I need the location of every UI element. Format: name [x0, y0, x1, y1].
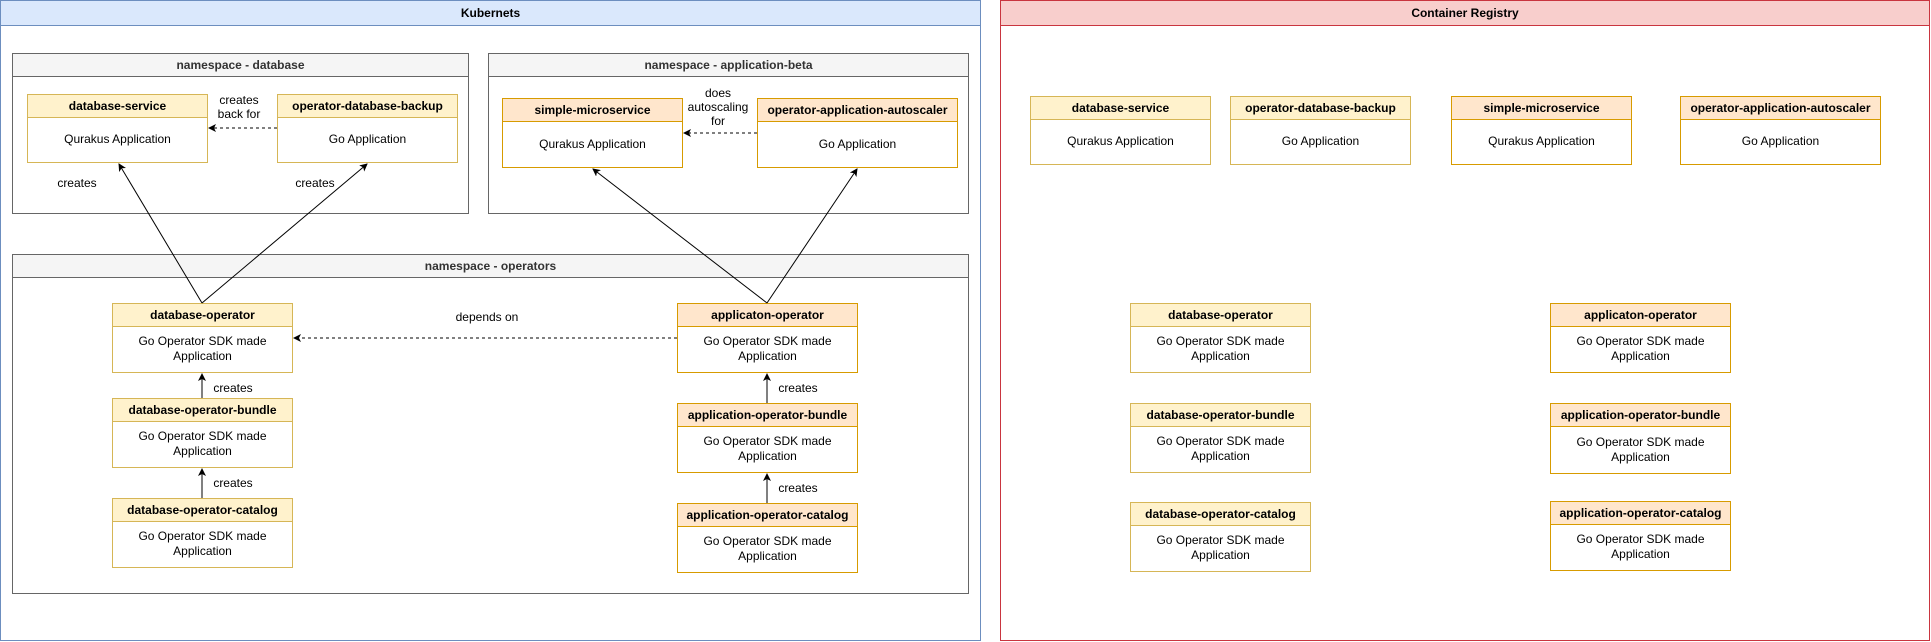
- box-body: Go Operator SDK made Application: [703, 434, 832, 463]
- registry-operator-application-autoscaler-box[interactable]: operator-application-autoscaler Go Appli…: [1680, 96, 1881, 165]
- box-title: database-operator-catalog: [113, 499, 292, 522]
- box-body: Go Operator SDK made Application: [1156, 334, 1285, 363]
- box-title: database-service: [28, 95, 207, 118]
- box-title: operator-database-backup: [278, 95, 457, 118]
- box-body: Go Operator SDK made Application: [1156, 434, 1285, 463]
- box-body: Go Operator SDK made Application: [138, 529, 267, 558]
- box-title: application-operator-bundle: [1551, 404, 1730, 427]
- box-title: applicaton-operator: [678, 304, 857, 327]
- box-title: database-operator-bundle: [113, 399, 292, 422]
- box-body: Qurakus Application: [1488, 134, 1595, 148]
- label-creates-app-catalog: creates: [778, 481, 818, 495]
- box-title: operator-database-backup: [1231, 97, 1410, 120]
- label-creates-db-bundle: creates: [213, 381, 253, 395]
- namespace-application-beta-title: namespace - application-beta: [489, 54, 968, 77]
- label-creates-db-catalog: creates: [213, 476, 253, 490]
- k8s-applicaton-operator-box[interactable]: applicaton-operator Go Operator SDK made…: [677, 303, 858, 373]
- box-body: Go Operator SDK made Application: [1576, 532, 1705, 561]
- box-body: Go Application: [1281, 134, 1360, 148]
- label-depends-on: depends on: [455, 310, 519, 324]
- box-title: database-service: [1031, 97, 1210, 120]
- kubernetes-pool: Kubernets: [0, 0, 981, 641]
- box-body: Go Operator SDK made Application: [1576, 334, 1705, 363]
- k8s-application-operator-bundle-box[interactable]: application-operator-bundle Go Operator …: [677, 403, 858, 473]
- k8s-application-operator-catalog-box[interactable]: application-operator-catalog Go Operator…: [677, 503, 858, 573]
- registry-database-service-box[interactable]: database-service Qurakus Application: [1030, 96, 1211, 165]
- box-title: application-operator-bundle: [678, 404, 857, 427]
- box-title: simple-microservice: [503, 99, 682, 122]
- registry-simple-microservice-box[interactable]: simple-microservice Qurakus Application: [1451, 96, 1632, 165]
- box-body: Qurakus Application: [1067, 134, 1174, 148]
- k8s-database-operator-box[interactable]: database-operator Go Operator SDK made A…: [112, 303, 293, 373]
- registry-database-operator-bundle-box[interactable]: database-operator-bundle Go Operator SDK…: [1130, 403, 1311, 473]
- box-body: Go Operator SDK made Application: [138, 429, 267, 458]
- registry-applicaton-operator-box[interactable]: applicaton-operator Go Operator SDK made…: [1550, 303, 1731, 373]
- container-registry-title: Container Registry: [1001, 1, 1929, 26]
- kubernetes-title: Kubernets: [1, 1, 980, 26]
- label-creates-app-bundle: creates: [778, 381, 818, 395]
- k8s-operator-database-backup-box[interactable]: operator-database-backup Go Application: [277, 94, 458, 163]
- box-title: applicaton-operator: [1551, 304, 1730, 327]
- box-title: database-operator: [113, 304, 292, 327]
- k8s-database-service-box[interactable]: database-service Qurakus Application: [27, 94, 208, 163]
- box-body: Go Operator SDK made Application: [138, 334, 267, 363]
- k8s-simple-microservice-box[interactable]: simple-microservice Qurakus Application: [502, 98, 683, 168]
- box-title: database-operator-bundle: [1131, 404, 1310, 427]
- label-creates-right: creates: [295, 176, 335, 190]
- namespace-operators-title: namespace - operators: [13, 255, 968, 278]
- registry-database-operator-box[interactable]: database-operator Go Operator SDK made A…: [1130, 303, 1311, 373]
- box-title: application-operator-catalog: [678, 504, 857, 527]
- k8s-database-operator-catalog-box[interactable]: database-operator-catalog Go Operator SD…: [112, 498, 293, 568]
- registry-operator-database-backup-box[interactable]: operator-database-backup Go Application: [1230, 96, 1411, 165]
- box-body: Go Application: [328, 132, 407, 146]
- box-title: application-operator-catalog: [1551, 502, 1730, 525]
- box-body: Go Application: [1741, 134, 1820, 148]
- box-body: Go Operator SDK made Application: [703, 534, 832, 563]
- box-title: database-operator-catalog: [1131, 503, 1310, 526]
- box-body: Go Operator SDK made Application: [1156, 533, 1285, 562]
- registry-application-operator-catalog-box[interactable]: application-operator-catalog Go Operator…: [1550, 501, 1731, 571]
- box-title: operator-application-autoscaler: [1681, 97, 1880, 120]
- namespace-database-title: namespace - database: [13, 54, 468, 77]
- box-body: Go Operator SDK made Application: [703, 334, 832, 363]
- box-title: database-operator: [1131, 304, 1310, 327]
- label-creates-left: creates: [57, 176, 97, 190]
- label-creates-back-for: creates back for: [217, 93, 261, 121]
- box-title: simple-microservice: [1452, 97, 1631, 120]
- k8s-database-operator-bundle-box[interactable]: database-operator-bundle Go Operator SDK…: [112, 398, 293, 468]
- box-body: Go Operator SDK made Application: [1576, 434, 1705, 464]
- k8s-operator-application-autoscaler-box[interactable]: operator-application-autoscaler Go Appli…: [757, 98, 958, 168]
- registry-application-operator-bundle-box[interactable]: application-operator-bundle Go Operator …: [1550, 403, 1731, 474]
- label-does-autoscaling-for: does autoscaling for: [687, 86, 749, 128]
- box-title: operator-application-autoscaler: [758, 99, 957, 122]
- box-body: Qurakus Application: [539, 136, 646, 151]
- container-registry-pool: Container Registry: [1000, 0, 1930, 641]
- box-body: Qurakus Application: [64, 132, 171, 146]
- box-body: Go Application: [818, 136, 897, 151]
- registry-database-operator-catalog-box[interactable]: database-operator-catalog Go Operator SD…: [1130, 502, 1311, 572]
